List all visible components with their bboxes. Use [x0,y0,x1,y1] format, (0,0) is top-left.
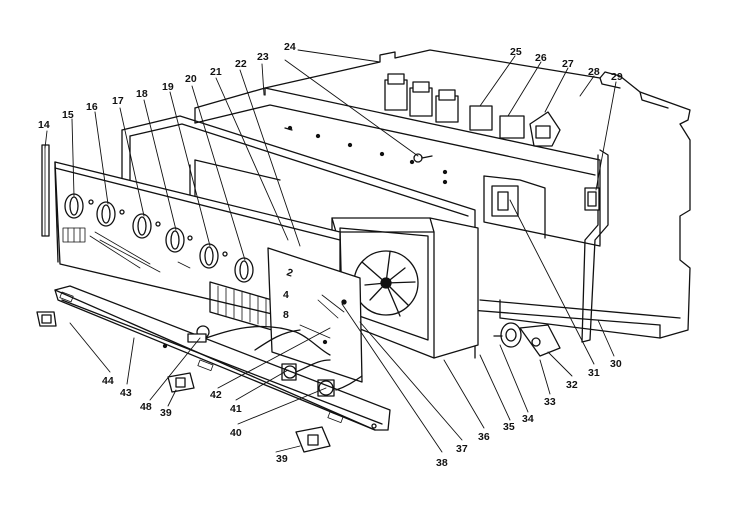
callout-14: 14 [38,119,50,131]
callout-19: 19 [162,81,174,93]
loose-parts [36,311,363,453]
callout-29: 29 [611,71,623,83]
callout-33: 33 [544,396,556,408]
callout-41: 41 [230,403,242,415]
callout-labels: 14 15 16 17 18 19 20 21 22 23 24 25 26 2… [38,41,623,469]
callout-20: 20 [185,73,197,85]
callout-24: 24 [284,41,296,53]
panel-marking-2: 4 [283,289,289,301]
callout-17: 17 [112,95,124,107]
callout-16: 16 [86,101,98,113]
callout-28: 28 [588,66,600,78]
panel-marking-3: 8 [283,309,289,321]
callout-37: 37 [456,443,468,455]
side-bracket [483,149,609,343]
callout-43: 43 [120,387,132,399]
callout-26: 26 [535,52,547,64]
panel-marking-1: 2 [285,266,294,279]
callout-34: 34 [522,413,534,425]
callout-39-left: 39 [160,407,172,419]
callout-40-left: 40 [230,427,242,439]
control-knobs [64,193,254,283]
callout-31: 31 [588,367,600,379]
callout-21: 21 [210,66,222,78]
trim-strip [41,144,50,237]
main-housing-box [194,87,601,246]
callout-32: 32 [566,379,578,391]
callout-35: 35 [503,421,515,433]
callout-15: 15 [62,109,74,121]
callout-48: 48 [140,401,152,413]
callout-44: 44 [102,375,114,387]
rear-switch-components [384,73,561,147]
callout-18: 18 [136,88,148,100]
timer-motor [493,322,561,357]
callout-38: 38 [436,457,448,469]
rear-mounting-panel [264,49,691,339]
bottom-rail [54,285,391,431]
callout-25: 25 [510,46,522,58]
leader-lines [44,49,617,453]
callout-39-bottom: 39 [276,453,288,465]
callout-42: 42 [210,389,222,401]
callout-27: 27 [562,58,574,70]
callout-36: 36 [478,431,490,443]
callout-30: 30 [610,358,622,370]
callout-22: 22 [235,58,247,70]
callout-23: 23 [257,51,269,63]
